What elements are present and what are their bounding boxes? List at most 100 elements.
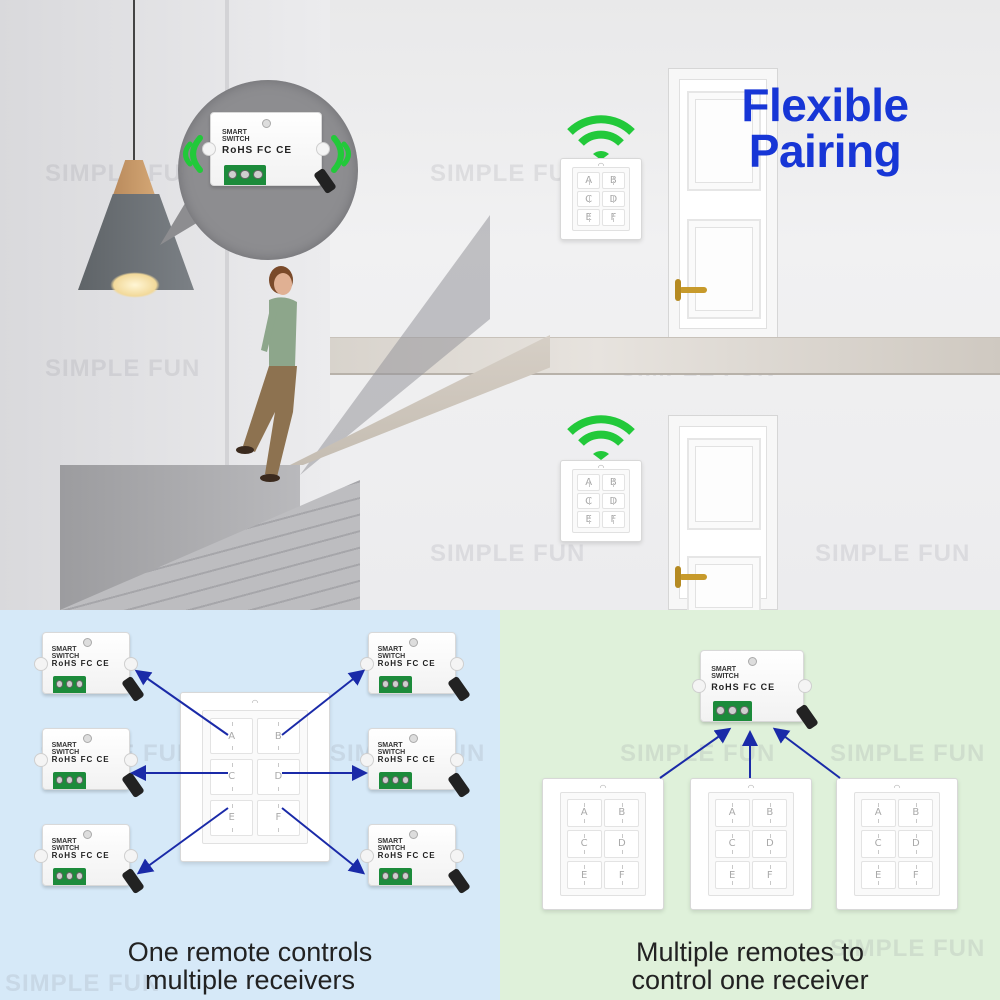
remote-key: D [604,830,640,858]
remote-key: B [601,474,625,491]
receiver-label: SMART [377,646,403,654]
one-to-many-panel: SIMPLE FUN SIMPLE FUN SIMPLE FUN SMARTSW… [0,610,500,1000]
receiver-label: SMART [51,742,77,750]
remote-key: A [566,799,602,827]
remote-key: D [601,190,625,208]
wall-remote: ◠ A B C D E F [690,778,812,910]
receiver-label: SWITCH [377,653,406,661]
caption-line: control one receiver [631,965,869,996]
remote-key: C [566,830,602,858]
wall-corner [225,0,229,610]
wifi-icon [567,115,635,160]
left-caption: One remote controls multiple receivers [0,938,500,995]
certification-marks: RoHS FC CE [377,755,436,765]
watermark: SIMPLE FUN [5,970,161,997]
door-handle [675,279,707,301]
remote-key: E [714,861,750,889]
certification-marks: RoHS FC CE [222,144,292,156]
remote-key: A [860,799,896,827]
signal-right-icon [331,135,351,173]
remote-key: C [714,830,750,858]
receiver-label: SWITCH [51,845,80,853]
watermark: SIMPLE FUN [815,540,971,567]
wall-remote: ◠ A B C D E F [180,692,330,862]
remote-key: C [577,492,601,510]
receiver-label: SWITCH [377,845,406,853]
watermark: SIMPLE FUN [830,935,986,962]
page-title: Flexible Pairing [720,82,930,174]
title-line: Flexible [741,79,909,131]
watermark: SIMPLE FUN [430,540,586,567]
remote-key: A [210,718,254,755]
right-caption: Multiple remotes to control one receiver [500,938,1000,995]
remote-key: B [601,172,625,189]
caption-line: One remote controls [127,937,373,967]
remote-key: D [752,830,788,858]
title-line: Pairing [748,125,902,177]
caption-line: multiple receivers [144,965,356,996]
receiver-label: SWITCH [51,749,80,757]
signal-left-icon [183,135,203,173]
wall-remote: ◠ A B C D E F [560,460,642,542]
remote-key: C [577,190,601,208]
receiver-label: SWITCH [51,653,80,661]
receiver-label: SWITCH [377,749,406,757]
remote-key: B [604,799,640,827]
stairway-scene: SIMPLE FUN SIMPLE FUN SIMPLE FUN SIMPLE … [0,0,1000,610]
remote-key: D [898,830,934,858]
wifi-icon [567,415,635,460]
watermark: SIMPLE FUN [620,740,776,767]
receiver-label: SMART [51,646,77,654]
receiver-label: SMART [377,742,403,750]
wall-remote: ◠ A B C D E F [542,778,664,910]
caption-line: Multiple remotes to [635,937,865,967]
remote-key: A [577,172,601,189]
remote-key: F [256,799,300,836]
lower-door [668,415,778,610]
lamp-glow [110,272,160,298]
receiver-label: SMART [711,666,737,674]
watermark: SIMPLE FUN [430,160,586,187]
remote-key: D [601,492,625,510]
upper-door [668,68,778,340]
remote-key: B [256,718,300,755]
receiver-label: SMART [377,838,403,846]
remote-key: A [714,799,750,827]
remote-key: B [898,799,934,827]
certification-marks: RoHS FC CE [51,659,110,669]
watermark: SIMPLE FUN [830,740,986,767]
remote-key: E [210,799,254,836]
receiver-label: SWITCH [222,135,250,143]
watermark: SIMPLE FUN [45,355,201,382]
certification-marks: RoHS FC CE [711,681,776,692]
receiver-label: SMART [51,838,77,846]
remote-key: D [256,758,300,796]
remote-key: F [752,861,788,889]
certification-marks: RoHS FC CE [377,659,436,669]
remote-key: E [577,209,601,226]
lamp-cord [133,0,135,165]
remote-key: C [210,758,254,796]
remote-key: F [601,511,625,528]
remote-key: E [566,861,602,889]
remote-key: F [601,209,625,226]
remote-key: C [860,830,896,858]
wall-remote: ◠ A B C D E F [836,778,958,910]
door-handle [675,566,707,588]
remote-key: A [577,474,601,491]
walking-woman [236,266,297,482]
remote-key: E [860,861,896,889]
certification-marks: RoHS FC CE [377,851,436,861]
certification-marks: RoHS FC CE [51,755,110,765]
wall-remote: ◠ A B C D E F [560,158,642,240]
remote-key: F [898,861,934,889]
